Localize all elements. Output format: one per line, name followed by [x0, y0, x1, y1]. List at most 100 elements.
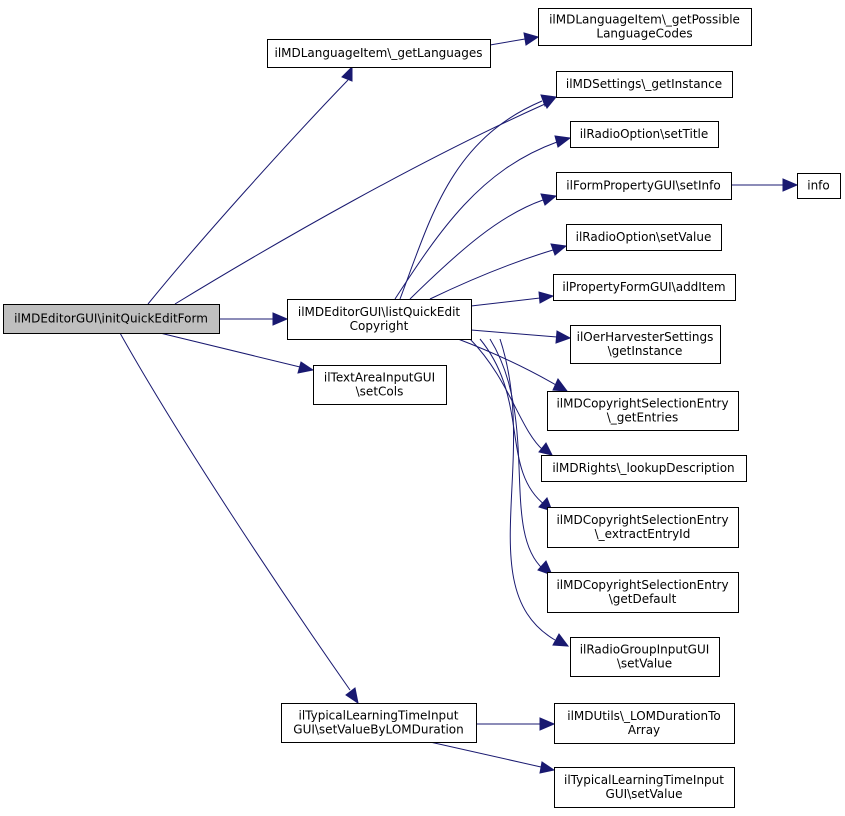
node-label: \setCols	[356, 385, 404, 399]
node-label: GUI\setValueByLOMDuration	[293, 723, 463, 737]
node-box	[547, 391, 739, 431]
node-radioGroupSetValue[interactable]: ilRadioGroupInputGUI\setValue	[570, 637, 720, 677]
node-formSetInfo[interactable]: ilFormPropertyGUI\setInfo	[556, 172, 732, 200]
node-box	[566, 224, 722, 251]
edge-listQuickEditCopyright-to-rightsLookup	[469, 338, 553, 456]
node-box	[556, 71, 733, 98]
node-label: ilMDCopyrightSelectionEntry	[556, 513, 728, 527]
edge-line	[409, 199, 544, 300]
edge-listQuickEditCopyright-to-copyrightDefault	[489, 338, 553, 576]
node-box	[3, 304, 220, 334]
node-label: ilRadioOption\setValue	[576, 230, 712, 244]
node-label: ilMDCopyrightSelectionEntry	[556, 397, 728, 411]
node-box	[797, 173, 841, 199]
node-box	[538, 8, 752, 46]
node-getPossibleLanguageCodes[interactable]: ilMDLanguageItem\_getPossibleLanguageCod…	[538, 8, 752, 46]
edge-root-to-getLanguages	[147, 65, 353, 305]
node-box	[570, 121, 719, 148]
node-label: ilTypicalLearningTimeInput	[298, 709, 458, 723]
node-box	[281, 703, 477, 743]
edge-line	[499, 338, 556, 641]
arrowhead-icon	[539, 717, 556, 731]
node-copyrightExtract[interactable]: ilMDCopyrightSelectionEntry\_extractEntr…	[547, 507, 739, 548]
node-label: ilFormPropertyGUI\setInfo	[566, 179, 720, 193]
node-label: \getDefault	[609, 592, 677, 606]
edge-listQuickEditCopyright-to-formSetInfo	[409, 193, 558, 300]
node-propertyFormAddItem[interactable]: ilPropertyFormGUI\addItem	[553, 274, 736, 301]
node-info[interactable]: info	[797, 173, 841, 199]
node-label: info	[807, 179, 830, 193]
node-label: ilTextAreaInputGUI	[324, 371, 435, 385]
node-label: \_getEntries	[607, 411, 679, 425]
node-getLanguages[interactable]: ilMDLanguageItem\_getLanguages	[267, 39, 491, 68]
node-label: ilRadioGroupInputGUI	[580, 643, 710, 657]
node-box	[547, 507, 739, 548]
edge-line	[429, 249, 554, 300]
edge-listQuickEditCopyright-to-radioSetValue	[429, 243, 568, 300]
node-label: ilTypicalLearningTimeInput	[564, 773, 724, 787]
node-copyrightGetEntries[interactable]: ilMDCopyrightSelectionEntry\_getEntries	[547, 391, 739, 431]
arrowhead-icon	[552, 378, 569, 392]
edge-line	[174, 103, 546, 305]
edge-line	[429, 741, 542, 768]
node-label: ilRadioOption\setTitle	[580, 127, 709, 141]
node-box	[553, 274, 736, 301]
edge-typicalSetByLOM-to-typicalSetValue	[429, 741, 556, 774]
node-oerHarvester[interactable]: ilOerHarvesterSettings\getInstance	[570, 325, 721, 364]
node-label: ilPropertyFormGUI\addItem	[562, 280, 725, 294]
edge-root-to-settingsGetInstance	[174, 96, 558, 305]
edge-line	[119, 332, 351, 691]
node-label: ilMDRights\_lookupDescription	[552, 461, 734, 475]
arrowhead-icon	[537, 560, 553, 576]
edge-listQuickEditCopyright-to-radioGroupSetValue	[499, 338, 570, 647]
node-copyrightDefault[interactable]: ilMDCopyrightSelectionEntry\getDefault	[547, 572, 739, 613]
edge-root-to-typicalSetByLOM	[119, 332, 359, 705]
edge-formSetInfo-to-info	[731, 178, 799, 192]
node-box	[556, 172, 732, 200]
node-label: ilMDLanguageItem\_getLanguages	[274, 46, 482, 60]
arrowhead-icon	[538, 291, 555, 304]
edge-line	[457, 338, 557, 386]
node-label: ilMDUtils\_LOMDurationTo	[567, 709, 721, 723]
edge-line	[147, 79, 349, 305]
node-textAreaSetCols[interactable]: ilTextAreaInputGUI\setCols	[313, 365, 447, 405]
arrowhead-icon	[782, 178, 799, 192]
node-typicalSetByLOM[interactable]: ilTypicalLearningTimeInputGUI\setValueBy…	[281, 703, 477, 743]
node-label: ilMDSettings\_getInstance	[566, 77, 722, 91]
arrowhead-icon	[540, 193, 558, 206]
node-label: Copyright	[350, 319, 409, 333]
edge-line	[470, 297, 541, 307]
arrowhead-icon	[297, 361, 315, 374]
arrowhead-icon	[552, 633, 570, 647]
node-box	[570, 637, 720, 677]
arrowhead-icon	[550, 243, 568, 256]
edge-getLanguages-to-getPossibleLanguageCodes	[489, 32, 540, 46]
edge-listQuickEditCopyright-to-propertyFormAddItem	[470, 291, 555, 307]
node-box	[287, 299, 472, 340]
nodes-layer: ilMDEditorGUI\initQuickEditForm ilMDLangu…	[3, 8, 841, 808]
node-label: ilMDEditorGUI\listQuickEdit	[298, 305, 461, 319]
edge-listQuickEditCopyright-to-settingsGetInstance	[399, 94, 558, 300]
node-box	[570, 325, 721, 364]
node-root[interactable]: ilMDEditorGUI\initQuickEditForm	[3, 304, 220, 334]
arrowhead-icon	[554, 135, 572, 148]
node-label: \_extractEntryId	[595, 527, 691, 541]
edge-line	[399, 100, 543, 300]
arrowhead-icon	[540, 94, 558, 107]
node-settingsGetInstance[interactable]: ilMDSettings\_getInstance	[556, 71, 733, 98]
edge-typicalSetByLOM-to-lomDurationToArray	[476, 717, 556, 731]
edge-listQuickEditCopyright-to-oerHarvester	[470, 329, 572, 344]
edge-line	[159, 332, 301, 368]
edge-line	[489, 338, 544, 570]
arrowhead-icon	[539, 761, 556, 774]
node-rightsLookup[interactable]: ilMDRights\_lookupDescription	[541, 455, 747, 482]
node-label: Array	[628, 723, 660, 737]
node-box	[313, 365, 447, 405]
node-radioSetValue[interactable]: ilRadioOption\setValue	[566, 224, 722, 251]
node-radioSetTitle[interactable]: ilRadioOption\setTitle	[570, 121, 719, 148]
node-label: ilMDEditorGUI\initQuickEditForm	[14, 312, 208, 326]
